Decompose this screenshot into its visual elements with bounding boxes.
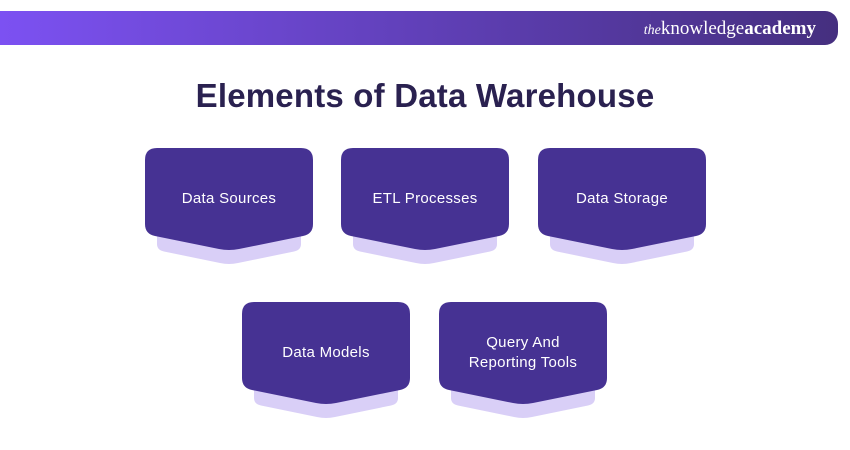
card-label: ETL Processes <box>372 190 478 207</box>
card-data-sources: Data Sources <box>145 148 313 268</box>
badge-shape-icon <box>439 302 607 418</box>
card-label: Data Storage <box>576 190 668 207</box>
card-query-reporting-tools: Query And Reporting Tools <box>439 302 607 422</box>
badge-shape-icon <box>242 302 410 418</box>
page-title: Elements of Data Warehouse <box>195 77 655 114</box>
badge-shape-icon <box>341 148 509 264</box>
logo-word-knowledge: knowledge <box>660 17 745 39</box>
logo-word-academy: academy <box>744 17 816 39</box>
badge-shape-icon <box>538 148 706 264</box>
logo-prefix: the <box>643 22 661 38</box>
card-data-models: Data Models <box>242 302 410 422</box>
card-label: Query And Reporting Tools <box>468 334 578 371</box>
card-label: Data Sources <box>181 190 277 207</box>
card-label: Data Models <box>282 344 370 361</box>
header-bar: theknowledgeacademy <box>0 11 838 45</box>
badge-shape-icon <box>145 148 313 264</box>
brand-logo: theknowledgeacademy <box>644 19 816 38</box>
card-data-storage: Data Storage <box>538 148 706 268</box>
card-etl-processes: ETL Processes <box>341 148 509 268</box>
